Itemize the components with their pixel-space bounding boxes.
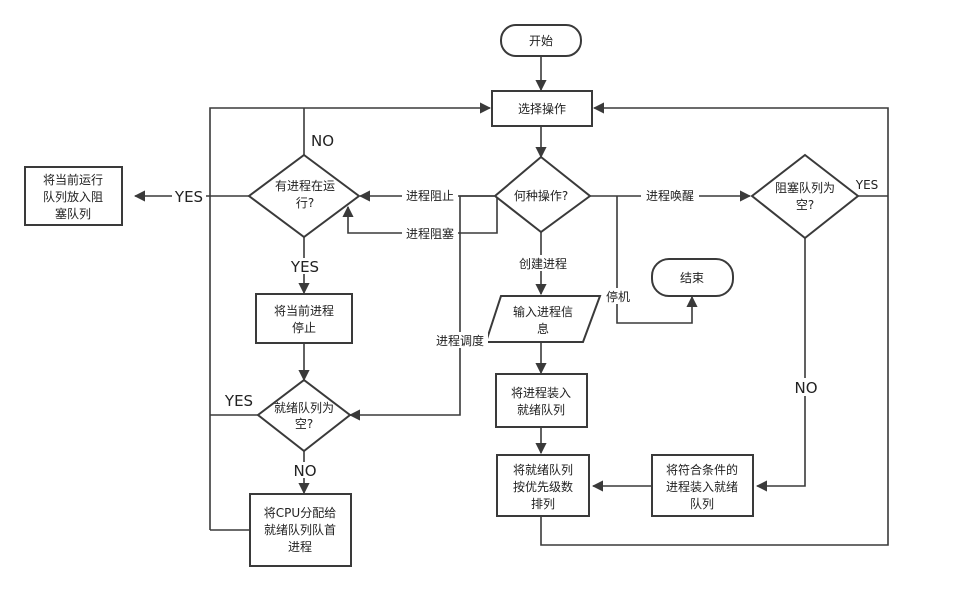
proc-running-diamond: [247, 153, 361, 239]
edge-label-bg: [432, 332, 488, 348]
proc-running-label-1: 有进程在运: [275, 178, 335, 193]
edge-label-no-top: NO: [311, 132, 334, 150]
load-ready-box: [495, 373, 588, 428]
blocked-empty-label-1: 阻塞队列为: [775, 180, 835, 195]
which-op-diamond: [493, 155, 592, 234]
move-eligible-label-1: 将符合条件的: [666, 462, 738, 477]
edge-label-create: 创建进程: [519, 256, 567, 271]
move-eligible-box: [651, 454, 754, 517]
input-info-parallelogram: [484, 295, 602, 343]
edge-label-shutdown: 停机: [606, 289, 630, 304]
edge-label-wake: 进程唤醒: [646, 188, 694, 203]
load-ready-label-1: 将进程装入: [511, 385, 571, 400]
move-eligible-label-3: 队列: [690, 496, 714, 511]
which-op-label: 何种操作?: [514, 188, 568, 203]
edge-label-yes-down: YES: [290, 258, 319, 276]
ready-empty-label-2: 空?: [295, 417, 313, 431]
stop-current-label-1: 将当前进程: [274, 303, 334, 318]
input-info-label-2: 息: [537, 321, 549, 336]
alloc-cpu-label-3: 进程: [288, 539, 312, 554]
edge-label-block: 进程阻塞: [406, 226, 454, 241]
edge-label-bg: [172, 188, 206, 204]
alloc-cpu-label-2: 就绪队列队首: [264, 522, 336, 537]
input-info-label-1: 输入进程信: [513, 304, 573, 319]
edge-label-bg: [402, 187, 458, 203]
edge-label-bg: [288, 258, 322, 274]
edge-label-block-stop: 进程阻止: [406, 188, 454, 203]
edge-label-bg: [291, 462, 319, 478]
blocked-empty-diamond: [750, 153, 860, 240]
edge-sort-loop: [540, 102, 889, 546]
current-queue-label-2: 队列放入阻: [43, 189, 103, 204]
edge-no-blocked: [755, 238, 806, 492]
stop-current-box: [255, 293, 353, 344]
current-queue-label-3: 塞队列: [55, 206, 91, 221]
edge-left-loop: [209, 102, 492, 530]
edge-label-bg: [641, 188, 699, 204]
edge-schedule: [348, 195, 497, 421]
move-eligible-label-2: 进程装入就绪: [666, 479, 738, 494]
select-op-label: 选择操作: [518, 101, 566, 116]
edge-label-no-blocked: NO: [794, 379, 817, 397]
sort-ready-box: [496, 454, 590, 517]
sort-ready-label-3: 排列: [531, 497, 555, 511]
select-op-box: [491, 90, 593, 127]
edge-label-bg: [515, 255, 571, 271]
sort-ready-label-1: 将就绪队列: [513, 462, 573, 477]
ready-empty-label-1: 就绪队列为: [274, 400, 334, 415]
end-terminal: [651, 258, 734, 297]
start-terminal: [500, 24, 582, 57]
edge-label-bg: [604, 288, 632, 304]
ready-empty-diamond: [256, 378, 352, 453]
edge-shutdown: [616, 196, 698, 324]
alloc-cpu-box: [249, 493, 352, 567]
edge-label-yes-ready: YES: [224, 392, 253, 410]
proc-running-label-2: 行?: [296, 196, 314, 210]
edge-label-no-ready: NO: [293, 462, 316, 480]
sort-ready-label-2: 按优先级数: [513, 479, 573, 494]
edge-label-bg: [790, 378, 822, 396]
blocked-empty-label-2: 空?: [796, 198, 814, 212]
edge-label-bg: [402, 225, 458, 241]
current-queue-box: [24, 166, 123, 226]
edge-label-yes-blocked: YES: [855, 178, 879, 192]
edge-label-schedule: 进程调度: [436, 333, 484, 348]
edge-label-yes-left: YES: [174, 188, 203, 206]
end-label: 结束: [680, 271, 704, 285]
load-ready-label-2: 就绪队列: [517, 402, 565, 417]
current-queue-label-1: 将当前运行: [43, 172, 103, 187]
start-label: 开始: [529, 34, 553, 48]
stop-current-label-2: 停止: [292, 320, 316, 335]
alloc-cpu-label-1: 将CPU分配给: [264, 506, 336, 520]
